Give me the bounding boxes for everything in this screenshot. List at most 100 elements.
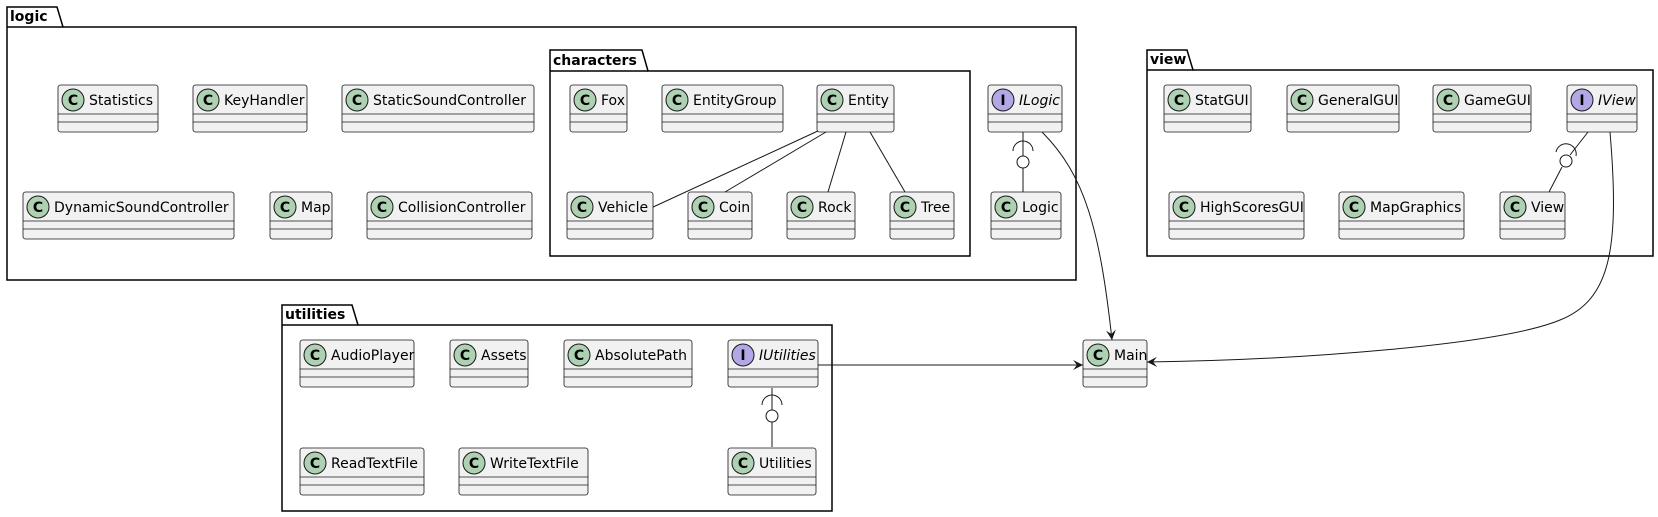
class-dynamic-sound-controller: C DynamicSoundController: [22, 191, 235, 240]
package-characters: characters: [549, 49, 971, 257]
class-box: [1338, 191, 1465, 240]
class-name: EntityGroup: [693, 93, 777, 109]
assoc-entity-rock: [827, 131, 847, 193]
class-name: Vehicle: [598, 200, 648, 216]
stereotype-letter: C: [280, 200, 290, 216]
class-badge-icon: [820, 88, 844, 112]
stereotype-letter: C: [1093, 348, 1103, 364]
class-name: HighScoresGUI: [1200, 200, 1304, 216]
stereotype-letter: C: [33, 200, 43, 216]
class-view: C View: [1499, 191, 1566, 240]
class-name: DynamicSoundController: [54, 200, 229, 216]
class-name: WriteTextFile: [490, 456, 579, 472]
class-badge-icon: [303, 343, 327, 367]
class-high-scores-gui: C HighScoresGUI: [1168, 191, 1305, 240]
class-badge-icon: [453, 343, 477, 367]
class-badge-icon: [303, 451, 327, 475]
package-logic: logic: [6, 6, 1077, 281]
class-badge-icon: [731, 451, 755, 475]
stereotype-letter: C: [827, 93, 837, 109]
stereotype-letter: C: [1179, 200, 1189, 216]
class-badge-icon: [345, 88, 369, 112]
class-main: C Main: [1082, 339, 1147, 388]
realization-ilogic-logic: [1012, 132, 1034, 192]
stereotype-letter: C: [797, 200, 807, 216]
class-absolute-path: C AbsolutePath: [563, 339, 693, 388]
stereotype-letter: C: [469, 456, 479, 472]
package-label-logic: logic: [10, 9, 48, 25]
class-badge-icon: [573, 88, 597, 112]
stereotype-letter: C: [738, 456, 748, 472]
realization-iview-view: [1548, 131, 1589, 193]
class-name: Main: [1114, 348, 1147, 364]
realization-iutilities-utilities: [761, 388, 783, 447]
class-badge-icon: [570, 195, 594, 219]
class-badge-icon: [26, 195, 50, 219]
class-badge-icon: [1290, 88, 1314, 112]
class-name: GameGUI: [1464, 93, 1531, 109]
stereotype-letter: C: [1174, 93, 1184, 109]
class-badge-icon: [1503, 195, 1527, 219]
class-name: View: [1531, 200, 1564, 216]
class-box: [299, 339, 415, 388]
relations: [650, 129, 1614, 447]
class-name: Statistics: [89, 93, 153, 109]
class-coin: C Coin: [687, 191, 753, 240]
class-name: CollisionController: [398, 200, 526, 216]
class-box: [341, 84, 535, 133]
stereotype-letter: I: [1579, 93, 1584, 109]
stereotype-letter: C: [352, 93, 362, 109]
class-badge-icon: [1342, 195, 1366, 219]
stereotype-letter: C: [1297, 93, 1307, 109]
class-name: Entity: [848, 93, 889, 109]
stereotype-letter: C: [68, 93, 78, 109]
class-name: StaticSoundController: [373, 93, 526, 109]
class-static-sound-controller: C StaticSoundController: [341, 84, 535, 133]
class-name: MapGraphics: [1370, 200, 1461, 216]
stereotype-letter: C: [577, 200, 587, 216]
assoc-entity-vehicle: [650, 129, 821, 209]
class-box: [1286, 84, 1400, 133]
class-name: KeyHandler: [224, 93, 305, 109]
class-name: Coin: [719, 200, 750, 216]
class-badge-icon: [1436, 88, 1460, 112]
class-name: AbsolutePath: [595, 348, 687, 364]
stereotype-letter: C: [1349, 200, 1359, 216]
stereotype-letter: C: [900, 200, 910, 216]
package-label-utilities: utilities: [285, 307, 345, 323]
class-badge-icon: [462, 451, 486, 475]
stereotype-letter: I: [740, 348, 745, 364]
class-name: Map: [301, 200, 331, 216]
stereotype-letter: C: [1510, 200, 1520, 216]
interface-badge-icon: [991, 88, 1015, 112]
dependency-ilogic-main: [1041, 131, 1116, 341]
class-write-text-file: C WriteTextFile: [458, 447, 589, 496]
stereotype-letter: C: [310, 456, 320, 472]
stereotype-letter: C: [460, 348, 470, 364]
class-box: [563, 339, 693, 388]
class-box: [458, 447, 589, 496]
class-name: ILogic: [1019, 93, 1060, 109]
class-badge-icon: [994, 195, 1018, 219]
class-badge-icon: [567, 343, 591, 367]
class-badge-icon: [691, 195, 715, 219]
stereotype-letter: C: [698, 200, 708, 216]
class-box: [1168, 191, 1305, 240]
class-badge-icon: [893, 195, 917, 219]
interface-badge-icon: [731, 343, 755, 367]
class-badge-icon: [665, 88, 689, 112]
stereotype-letter: C: [574, 348, 584, 364]
dependency-iview-main: [1146, 131, 1614, 367]
class-badge-icon: [1167, 88, 1191, 112]
